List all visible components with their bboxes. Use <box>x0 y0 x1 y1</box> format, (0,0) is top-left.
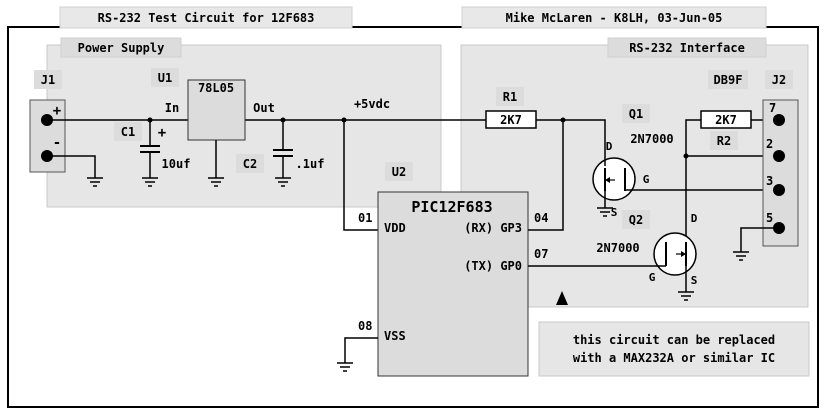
j2-label: J2 <box>772 73 786 87</box>
wire-j1-minus-gnd <box>47 155 96 178</box>
q2-s-label: S <box>691 274 698 287</box>
rs232-label-box <box>607 37 767 58</box>
u1-out-label: Out <box>253 101 275 115</box>
note-arrow <box>556 291 568 305</box>
r1-resistor <box>485 110 537 129</box>
q1-mosfet <box>592 157 636 201</box>
db9-pin-7 <box>773 114 785 126</box>
q2-label-box <box>622 210 650 229</box>
wire-vss-gnd <box>344 337 378 363</box>
ground-symbol-c1 <box>142 177 158 187</box>
j1-label-box <box>34 70 62 89</box>
ground-symbol-q2 <box>678 291 694 301</box>
c1-polarity: + <box>158 125 166 141</box>
r1-value: 2K7 <box>500 113 522 127</box>
gp3-label: (RX) GP3 <box>464 221 522 235</box>
ground-symbol-db9 <box>733 251 749 261</box>
author-box <box>461 6 767 29</box>
q2-g-label: G <box>649 271 656 284</box>
u1-label-box <box>151 68 179 87</box>
title-box <box>59 6 353 29</box>
q1-type: 2N7000 <box>630 132 673 146</box>
q2-label: Q2 <box>629 213 643 227</box>
ground-symbol-j1 <box>87 177 103 187</box>
j2-label-box <box>765 70 793 89</box>
db9-pin-2-label: 2 <box>766 137 773 151</box>
gp0-label: (TX) GP0 <box>464 259 522 273</box>
r2-value: 2K7 <box>715 113 737 127</box>
q1-label: Q1 <box>629 107 643 121</box>
note-line-2: with a MAX232A or similar IC <box>573 351 775 365</box>
wire-q2-drain-to-r2 <box>685 119 701 240</box>
power-supply-label-box <box>60 37 182 58</box>
u1-in-label: In <box>165 101 179 115</box>
c2-value: .1uf <box>296 157 325 171</box>
q2-mosfet <box>653 232 697 276</box>
vss-label: VSS <box>384 329 406 343</box>
c2-label: C2 <box>243 157 257 171</box>
schematic-border <box>7 26 819 408</box>
q1-g-label: G <box>643 173 650 186</box>
c1-label: C1 <box>121 125 135 139</box>
q1-d-label: D <box>606 140 613 153</box>
r1-label: R1 <box>503 90 517 104</box>
db9f-label: DB9F <box>714 73 743 87</box>
title-text: RS-232 Test Circuit for 12F683 <box>98 11 315 25</box>
db9-pin-3 <box>773 184 785 196</box>
q1-label-box <box>622 104 650 123</box>
vcc-label: +5vdc <box>354 97 390 111</box>
pin08-number: 08 <box>358 319 372 333</box>
junction-r1-q1 <box>560 117 566 123</box>
u2-pic <box>377 191 529 377</box>
db9-pin-2 <box>773 150 785 162</box>
note-line-1: this circuit can be replaced <box>573 333 775 347</box>
j1-minus-text: - <box>53 135 61 151</box>
q2-d-label: D <box>691 212 698 225</box>
j1-plus-text: + <box>53 103 61 119</box>
u1-regulator <box>187 79 246 141</box>
ground-symbol-c2 <box>275 177 291 187</box>
pin07-number: 07 <box>534 247 548 261</box>
j1-label: J1 <box>41 73 55 87</box>
author-text: Mike McLaren - K8LH, 03-Jun-05 <box>506 11 723 25</box>
u1-value: 78L05 <box>198 81 234 95</box>
r2-label: R2 <box>717 134 731 148</box>
c1-value: 10uf <box>162 157 191 171</box>
pin04-number: 04 <box>534 211 548 225</box>
ground-symbol-u1 <box>208 177 224 187</box>
wire-pin5-gnd <box>740 227 779 252</box>
db9-pin-5-label: 5 <box>766 211 773 225</box>
wire-5v-to-vdd <box>343 120 378 231</box>
vdd-label: VDD <box>384 221 406 235</box>
db9-pin-7-label: 7 <box>769 101 776 115</box>
q1-s-label: S <box>611 206 618 219</box>
note-box <box>538 321 810 377</box>
db9f-label-box <box>708 70 748 89</box>
q2-arrow-head <box>681 251 686 257</box>
u1-label: U1 <box>158 71 172 85</box>
power-supply-label: Power Supply <box>78 41 165 55</box>
q1-arrow-head <box>605 177 610 183</box>
c1-label-box <box>114 122 142 141</box>
pin01-number: 01 <box>358 211 372 225</box>
u2-label: U2 <box>392 165 406 179</box>
ground-symbol-q1 <box>597 207 613 217</box>
u2-label-box <box>385 162 413 181</box>
c2-label-box <box>236 154 264 173</box>
db9-pin-3-label: 3 <box>766 174 773 188</box>
r2-label-box <box>710 131 738 150</box>
wire-q1-drain <box>598 119 606 166</box>
ground-symbol-pic <box>337 362 353 372</box>
wire-gp3-to-q1 <box>528 120 564 231</box>
r1-label-box <box>496 87 524 106</box>
q2-type: 2N7000 <box>596 241 639 255</box>
u2-name: PIC12F683 <box>411 198 492 216</box>
rs232-interface-label: RS-232 Interface <box>629 41 745 55</box>
